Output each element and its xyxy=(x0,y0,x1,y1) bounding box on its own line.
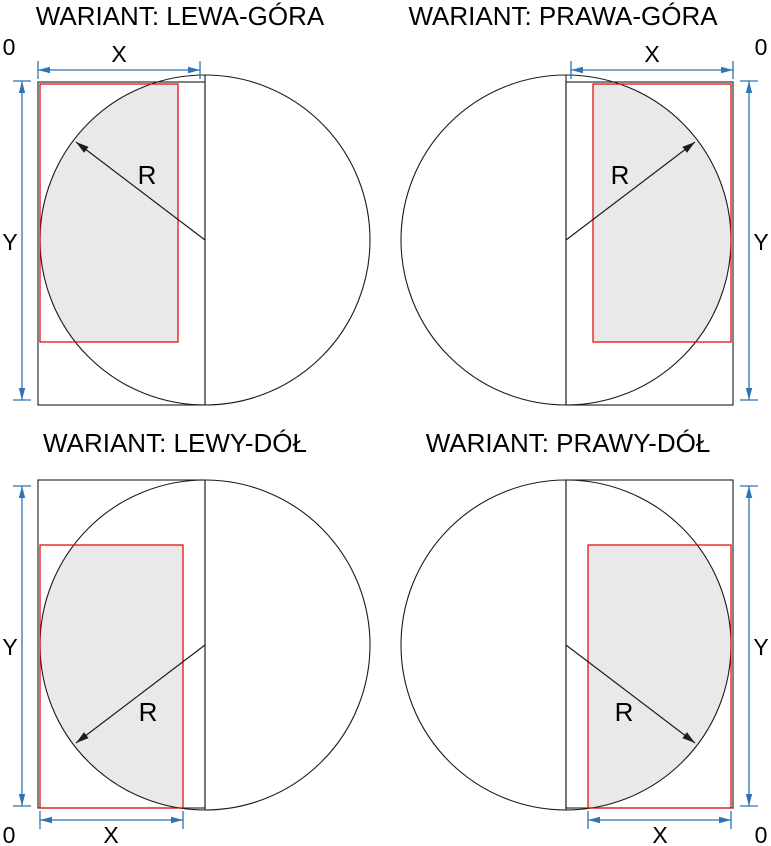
panel-outline xyxy=(37,81,206,406)
dim-y-label: Y xyxy=(2,634,17,660)
radius-label: R xyxy=(139,697,158,727)
variant-title: WARIANT: LEWA-GÓRA xyxy=(36,1,325,31)
cut-region-shaded xyxy=(593,84,732,342)
dim-x-label: X xyxy=(652,822,667,846)
origin-label: 0 xyxy=(755,822,768,846)
dim-x-label: X xyxy=(111,41,126,67)
variant-lewy-dol: WARIANT: LEWY-DÓŁ Y X 0 R xyxy=(2,428,371,846)
variant-title: WARIANT: PRAWY-DÓŁ xyxy=(426,428,711,458)
dim-x-label: X xyxy=(103,822,118,846)
variant-prawy-dol: WARIANT: PRAWY-DÓŁ Y X 0 R xyxy=(400,428,769,846)
radius-arrow xyxy=(75,644,206,744)
dim-y-label: Y xyxy=(2,229,17,255)
cut-region-shaded xyxy=(39,84,179,342)
variant-lewa-gora: WARIANT: LEWA-GÓRA X Y 0 R xyxy=(2,1,371,406)
cut-rect xyxy=(592,83,732,343)
panel-outline xyxy=(565,81,734,406)
cut-region-shaded xyxy=(588,545,731,808)
origin-label: 0 xyxy=(3,34,16,60)
cut-rect xyxy=(39,544,184,809)
dim-x-label: X xyxy=(644,41,659,67)
variant-title: WARIANT: LEWY-DÓŁ xyxy=(43,428,307,458)
origin-label: 0 xyxy=(755,34,768,60)
variant-prawa-gora: WARIANT: PRAWA-GÓRA X Y 0 R xyxy=(400,1,769,406)
cut-rect xyxy=(39,83,179,343)
variant-title: WARIANT: PRAWA-GÓRA xyxy=(408,1,718,31)
cut-region-shaded xyxy=(40,545,184,808)
radius-label: R xyxy=(138,160,157,190)
origin-label: 0 xyxy=(3,822,16,846)
dim-y-label: Y xyxy=(753,634,768,660)
radius-arrow xyxy=(75,141,206,241)
radius-label: R xyxy=(611,160,630,190)
radius-arrow xyxy=(565,141,696,241)
radius-arrow xyxy=(565,644,696,744)
cut-rect xyxy=(587,544,732,809)
radius-label: R xyxy=(615,697,634,727)
dim-y-label: Y xyxy=(753,229,768,255)
